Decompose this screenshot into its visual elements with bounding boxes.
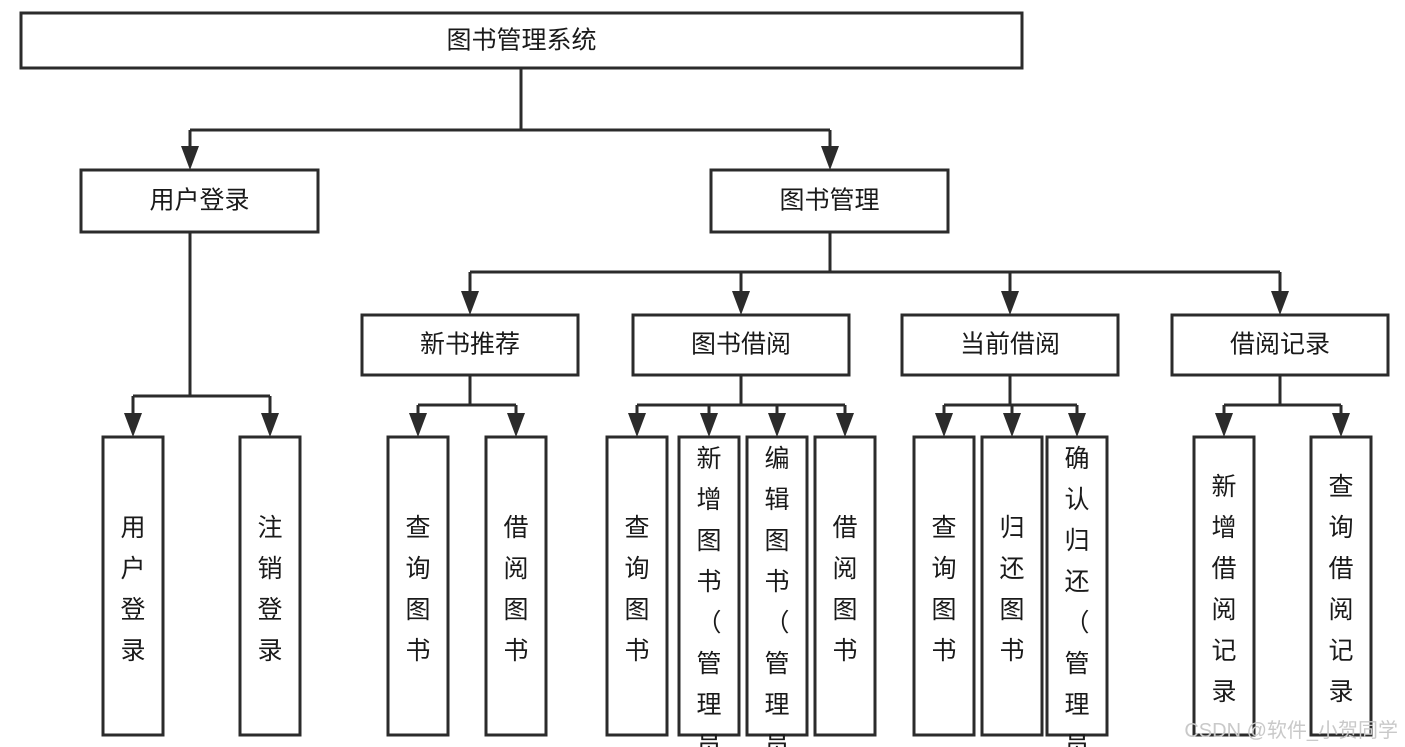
node-leaf-add-book-admin[interactable]: 新增图书（管理员）	[677, 435, 741, 747]
node-book-borrow-label: 图书借阅	[691, 331, 791, 359]
node-leaf-user-login[interactable]: 用户登录	[101, 435, 165, 737]
node-leaf-query-borrow-record-box[interactable]	[1309, 435, 1373, 737]
node-leaf-borrow-book-label: 借阅图书	[832, 514, 857, 665]
node-leaf-add-borrow-record-label: 新增借阅记录	[1211, 473, 1236, 706]
node-leaf-borrow-book[interactable]: 借阅图书	[813, 435, 877, 737]
node-new-book-recommend-label: 新书推荐	[420, 331, 520, 359]
arrow-head-current-borrow	[1001, 291, 1019, 315]
node-leaf-borrow-book-recommend-label: 借阅图书	[503, 514, 528, 665]
node-borrow-record-box[interactable]	[1170, 313, 1390, 377]
arrow-head-leaf-query-borrow-record	[1332, 413, 1350, 437]
arrow-head-leaf-query-book-recommend	[409, 413, 427, 437]
arrow-head-new-book-recommend	[461, 291, 479, 315]
arrow-head-user-login	[181, 146, 199, 170]
node-leaf-query-book-current[interactable]: 查询图书	[912, 435, 976, 737]
node-leaf-return-book-label: 归还图书	[999, 514, 1024, 665]
node-root-box[interactable]	[19, 11, 1024, 70]
node-leaf-query-book-recommend[interactable]: 查询图书	[386, 435, 450, 737]
arrow-head-leaf-add-book-admin	[700, 413, 718, 437]
node-leaf-edit-book-admin-label: 编辑图书（管理员）	[764, 445, 789, 747]
arrow-head-leaf-borrow-book	[836, 413, 854, 437]
node-leaf-add-borrow-record[interactable]: 新增借阅记录	[1192, 435, 1256, 737]
node-current-borrow-box[interactable]	[900, 313, 1120, 377]
node-leaf-borrow-book-box[interactable]	[813, 435, 877, 737]
node-leaf-return-book[interactable]: 归还图书	[980, 435, 1044, 737]
node-leaf-confirm-return-admin[interactable]: 确认归还（管理员）	[1045, 435, 1109, 747]
arrow-head-leaf-return-book	[1003, 413, 1021, 437]
arrow-head-leaf-confirm-return-admin	[1068, 413, 1086, 437]
node-user-login-box[interactable]	[79, 168, 320, 234]
node-new-book-recommend-box[interactable]	[360, 313, 580, 377]
node-current-borrow[interactable]: 当前借阅	[900, 313, 1120, 377]
node-leaf-edit-book-admin-box[interactable]	[745, 435, 809, 737]
arrow-head-borrow-record	[1271, 291, 1289, 315]
connector-layer	[124, 68, 1350, 437]
node-leaf-query-book-recommend-label: 查询图书	[405, 514, 430, 665]
node-leaf-logout-login-box[interactable]	[238, 435, 302, 737]
node-leaf-query-book-borrow[interactable]: 查询图书	[605, 435, 669, 737]
arrow-head-leaf-add-borrow-record	[1215, 413, 1233, 437]
node-leaf-borrow-book-recommend[interactable]: 借阅图书	[484, 435, 548, 737]
node-leaf-borrow-book-recommend-box[interactable]	[484, 435, 548, 737]
node-leaf-return-book-box[interactable]	[980, 435, 1044, 737]
node-leaf-add-book-admin-box[interactable]	[677, 435, 741, 737]
node-leaf-user-login-label: 用户登录	[120, 514, 145, 665]
arrow-head-leaf-edit-book-admin	[768, 413, 786, 437]
node-leaf-user-login-box[interactable]	[101, 435, 165, 737]
node-user-login[interactable]: 用户登录	[79, 168, 320, 234]
watermark-label: CSDN @软件_小贺同学	[1184, 719, 1398, 742]
arrow-head-leaf-query-book-current	[935, 413, 953, 437]
arrow-head-leaf-query-book-borrow	[628, 413, 646, 437]
node-leaf-query-book-current-label: 查询图书	[931, 514, 956, 665]
node-current-borrow-label: 当前借阅	[960, 331, 1060, 359]
node-borrow-record-label: 借阅记录	[1230, 331, 1330, 359]
node-book-management[interactable]: 图书管理	[709, 168, 950, 234]
node-leaf-query-book-current-box[interactable]	[912, 435, 976, 737]
node-new-book-recommend[interactable]: 新书推荐	[360, 313, 580, 377]
node-book-management-box[interactable]	[709, 168, 950, 234]
node-leaf-confirm-return-admin-box[interactable]	[1045, 435, 1109, 737]
node-book-borrow-box[interactable]	[631, 313, 851, 377]
node-leaf-edit-book-admin[interactable]: 编辑图书（管理员）	[745, 435, 809, 747]
node-leaf-query-borrow-record-label: 查询借阅记录	[1328, 473, 1353, 706]
node-root[interactable]: 图书管理系统	[19, 11, 1024, 70]
arrow-head-book-borrow	[732, 291, 750, 315]
node-leaf-logout-login-label: 注销登录	[257, 514, 282, 665]
node-leaf-logout-login[interactable]: 注销登录	[238, 435, 302, 737]
node-book-borrow[interactable]: 图书借阅	[631, 313, 851, 377]
node-borrow-record[interactable]: 借阅记录	[1170, 313, 1390, 377]
node-leaf-query-book-recommend-box[interactable]	[386, 435, 450, 737]
node-leaf-add-borrow-record-box[interactable]	[1192, 435, 1256, 737]
node-leaf-query-book-borrow-label: 查询图书	[624, 514, 649, 665]
arrow-head-leaf-user-login	[124, 413, 142, 437]
node-book-management-label: 图书管理	[779, 187, 879, 215]
node-leaf-query-borrow-record[interactable]: 查询借阅记录	[1309, 435, 1373, 737]
arrow-head-book-management	[821, 146, 839, 170]
node-leaf-query-book-borrow-box[interactable]	[605, 435, 669, 737]
node-user-login-label: 用户登录	[149, 187, 249, 215]
node-root-label: 图书管理系统	[446, 27, 596, 55]
arrow-head-leaf-logout-login	[261, 413, 279, 437]
arrow-head-leaf-borrow-book-recommend	[507, 413, 525, 437]
node-leaf-confirm-return-admin-label: 确认归还（管理员）	[1064, 445, 1089, 747]
node-leaf-add-book-admin-label: 新增图书（管理员）	[696, 445, 721, 747]
